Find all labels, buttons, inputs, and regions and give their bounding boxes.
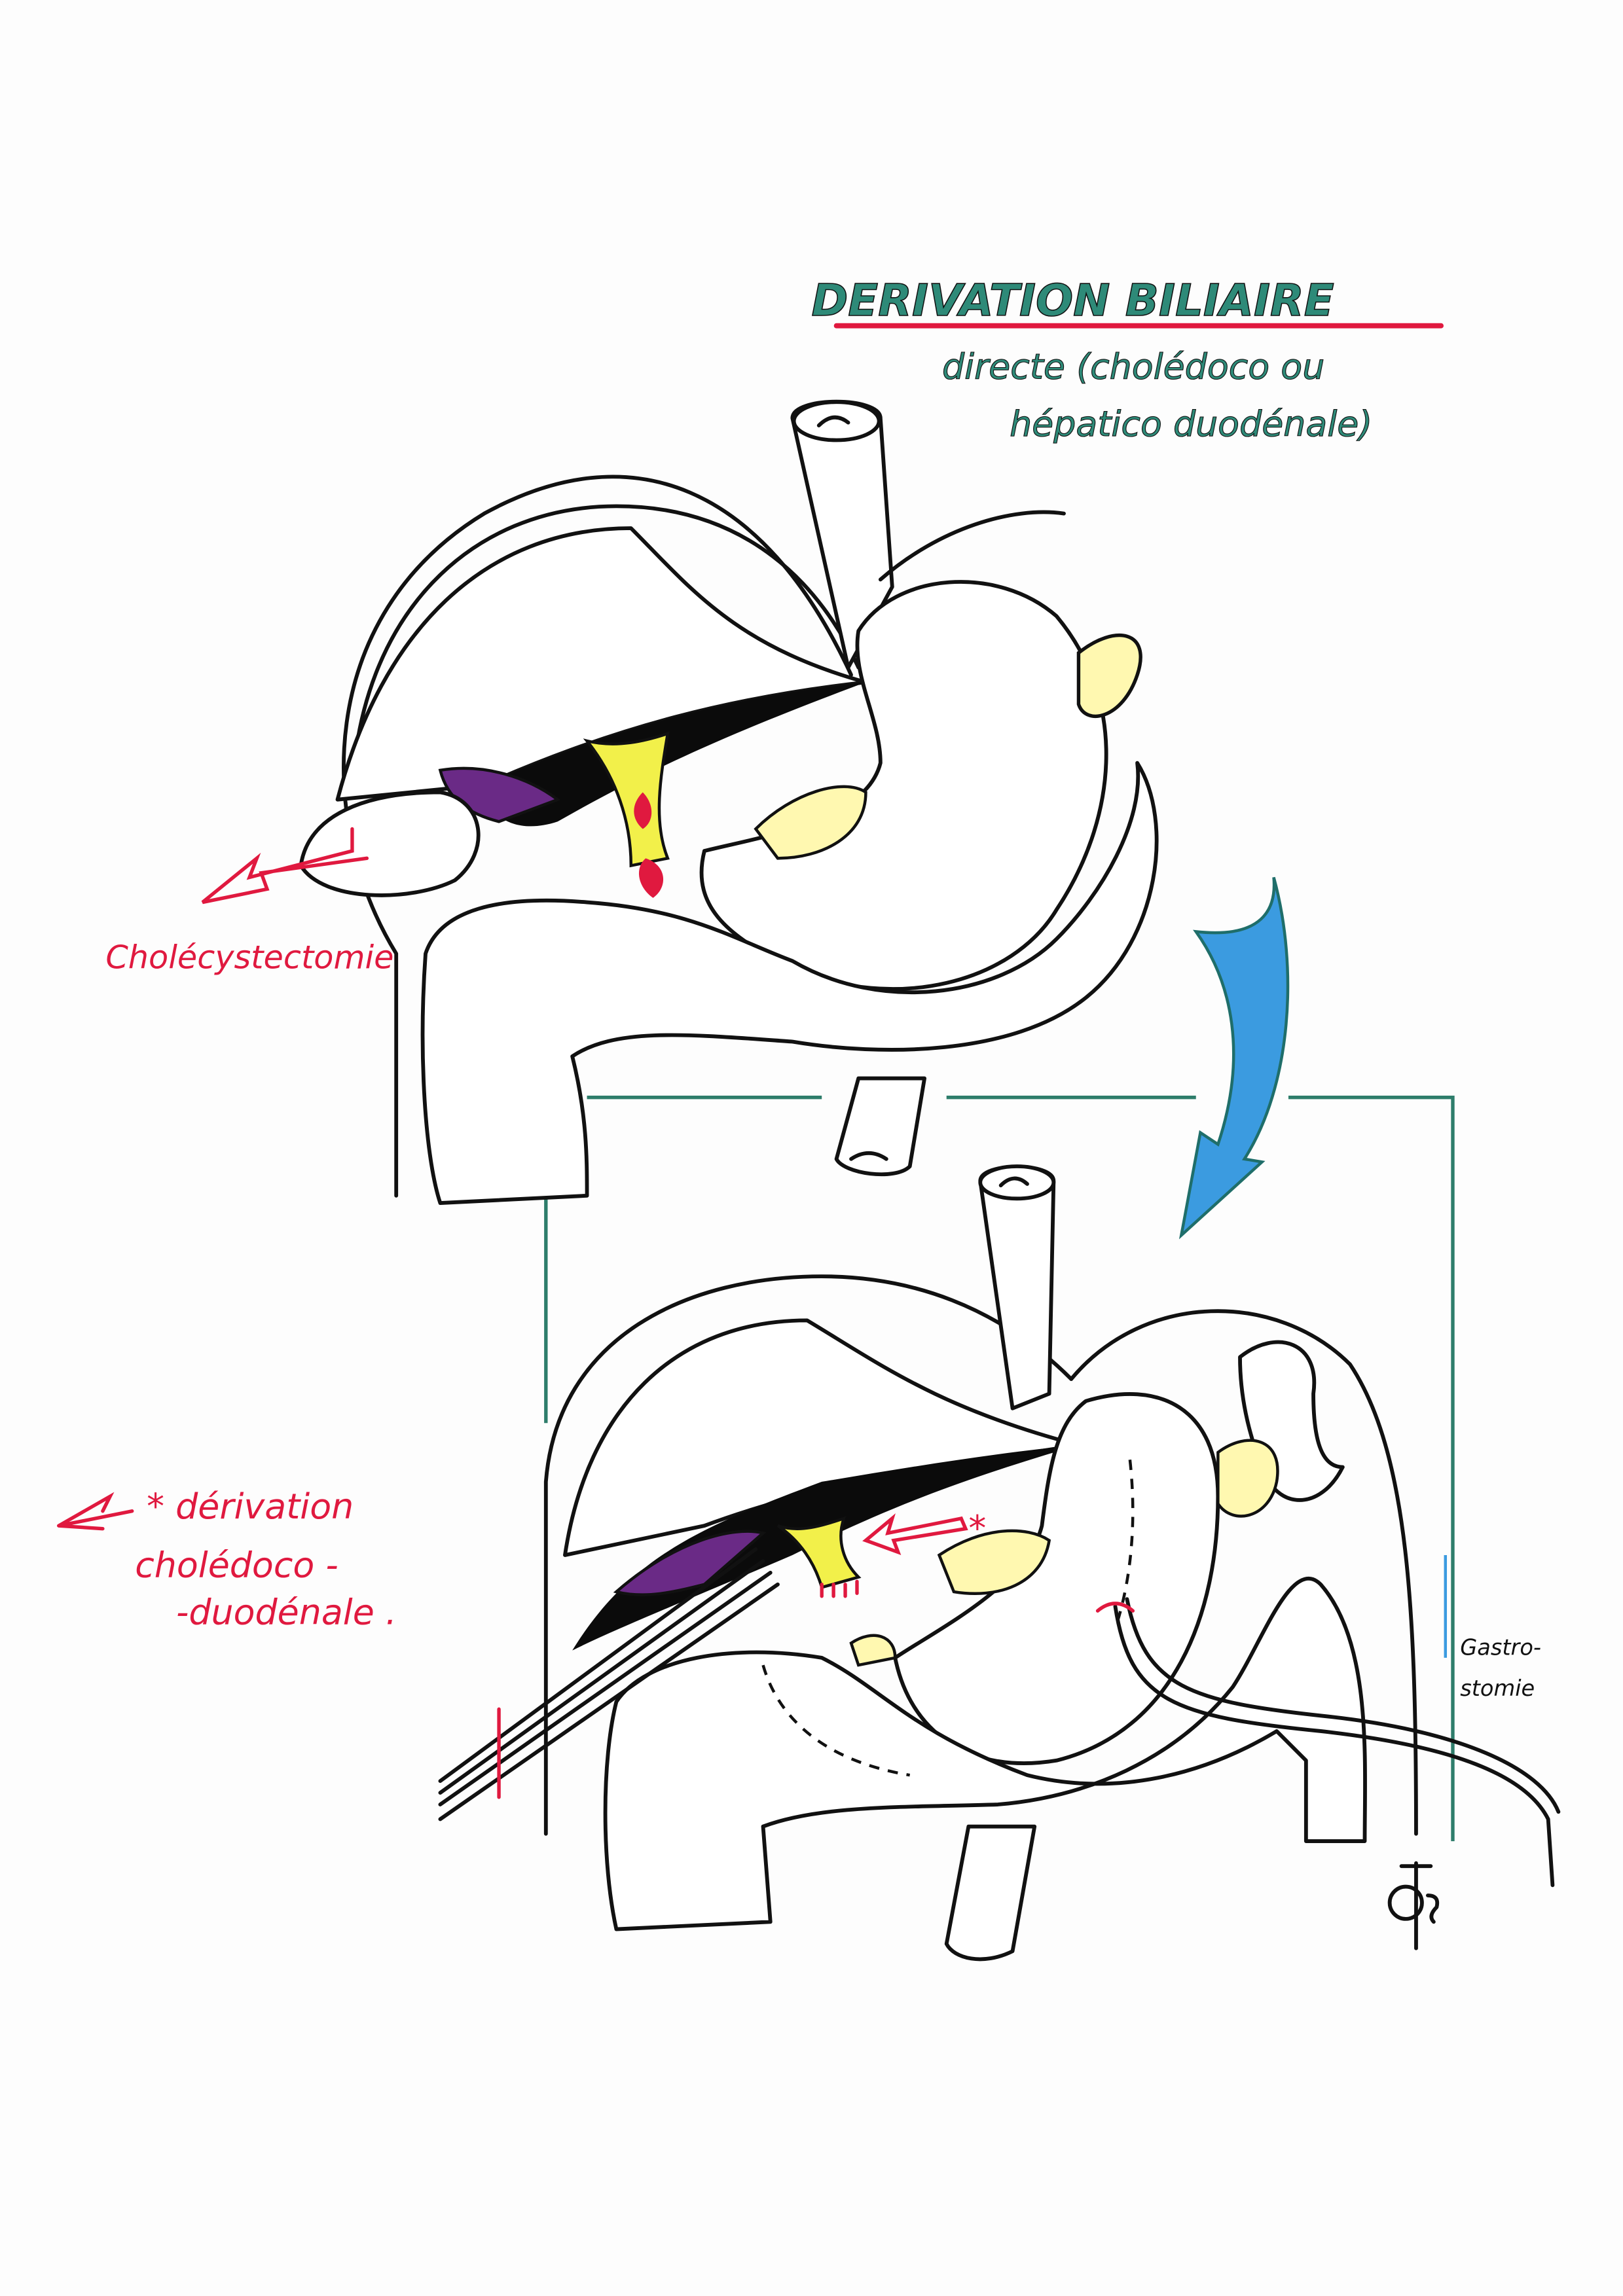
- gastrostomy-mark: [1095, 1602, 1135, 1613]
- aorta: [834, 1076, 927, 1177]
- figure-before: Cholécystectomie: [105, 399, 1159, 1205]
- aorta: [944, 1824, 1037, 1962]
- spleen: [1076, 633, 1142, 718]
- colon: [603, 1577, 1367, 1931]
- liver-underside: [572, 1444, 1079, 1651]
- figure-after: * * dérivation cholédoco - -duodénale . …: [56, 1164, 1561, 1962]
- pancreas-head: [754, 785, 867, 860]
- subtitle-line-1: directe (cholédoco ou: [942, 346, 1324, 387]
- derivation-arrow-icon: [862, 1513, 968, 1556]
- label-gastrostomy-2: stomie: [1460, 1676, 1535, 1701]
- connector-frame: [544, 1095, 1455, 1842]
- label-derivation-1: * dérivation: [147, 1486, 354, 1527]
- label-derivation-3: -duodénale .: [176, 1591, 397, 1632]
- label-cholecystectomy: Cholécystectomie: [105, 938, 393, 976]
- asterisk-icon: *: [968, 1508, 986, 1549]
- label-gastrostomy-1: Gastro-: [1460, 1634, 1541, 1660]
- gallbladder: [299, 790, 481, 897]
- body-wall: [543, 1274, 1074, 1836]
- artist-signature: [1387, 1861, 1440, 1950]
- title-block: DERIVATION BILIAIRE directe (cholédoco o…: [811, 274, 1444, 444]
- cholecystectomy-arrow-icon: [201, 827, 369, 905]
- common-bile-duct: [583, 731, 670, 868]
- incision-mark: [634, 792, 652, 829]
- liver-underside: [484, 682, 866, 827]
- common-bile-duct: [776, 1516, 862, 1590]
- colon: [420, 761, 1159, 1205]
- pancreas-head: [937, 1529, 1051, 1595]
- esophagus: [978, 1164, 1056, 1410]
- pancreas: [613, 1530, 767, 1596]
- gastrostomy-tube: [1113, 1604, 1555, 1888]
- anastomosis-sutures: [820, 1579, 859, 1598]
- left-arrow-icon: [56, 1492, 134, 1531]
- drain-tubes: [438, 1547, 780, 1821]
- blue-arrow-icon: [1178, 876, 1290, 1240]
- label-derivation-2: cholédoco -: [135, 1545, 338, 1586]
- subtitle-line-2: hépatico duodénale): [1010, 403, 1372, 444]
- title: DERIVATION BILIAIRE: [812, 275, 1334, 326]
- spleen: [1216, 1439, 1279, 1518]
